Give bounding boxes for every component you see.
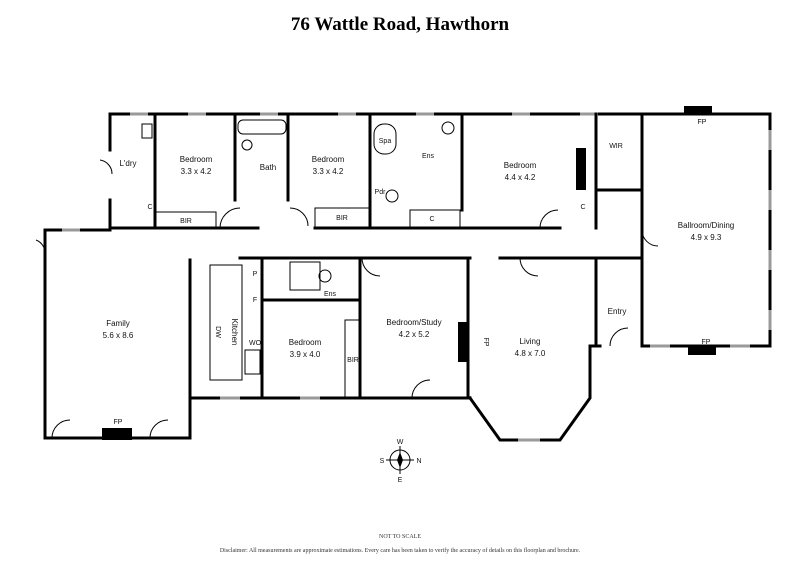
compass-west: W <box>397 439 404 446</box>
compass-south: S <box>380 458 385 465</box>
disclaimer: Disclaimer: All measurements are approxi… <box>219 548 581 554</box>
bath-label: Bath <box>260 163 276 172</box>
bedroom-3-label: Bedroom <box>504 161 537 170</box>
ensuite-1-label: Ens <box>422 153 435 160</box>
compass-north: N <box>416 458 421 465</box>
cupboard-3-label: C <box>580 204 585 211</box>
family-size: 5.6 x 8.6 <box>103 331 134 340</box>
entry-label: Entry <box>608 307 627 316</box>
bedroom-3-size: 4.4 x 4.2 <box>505 173 536 182</box>
bedroom-2-size: 3.3 x 4.2 <box>313 167 344 176</box>
wall-oven-label: WO <box>249 340 262 347</box>
room-labels: L'dry Bedroom 3.3 x 4.2 Bath Bedroom 3.3… <box>103 119 735 426</box>
fridge-label: F <box>253 297 257 304</box>
not-to-scale-note: NOT TO SCALE <box>378 534 421 540</box>
wir-label: WIR <box>609 143 623 150</box>
compass-east: E <box>398 477 403 484</box>
spa-label: Spa <box>379 138 392 145</box>
cupboard-2-label: C <box>429 216 434 223</box>
windows <box>62 112 772 442</box>
compass: W E S N <box>380 439 422 484</box>
bir-1-label: BIR <box>180 218 192 225</box>
doors <box>35 159 659 439</box>
fixtures <box>141 119 461 399</box>
ensuite-2-label: Ens <box>324 291 337 298</box>
bedroom-4-label: Bedroom <box>289 338 322 347</box>
bedroom-1-label: Bedroom <box>180 155 213 164</box>
pantry-label: P <box>253 271 258 278</box>
living-label: Living <box>520 337 541 346</box>
bir-3-label: BIR <box>347 357 359 364</box>
kitchen-label: Kitchen <box>230 319 239 346</box>
page-title: 76 Wattle Road, Hawthorn <box>290 14 510 35</box>
study-label: Bedroom/Study <box>386 318 441 327</box>
fireplace-family-label: FP <box>114 419 123 426</box>
ballroom-size: 4.9 x 9.3 <box>691 233 722 242</box>
ballroom-label: Ballroom/Dining <box>678 221 734 230</box>
bedroom-1-size: 3.3 x 4.2 <box>181 167 212 176</box>
bedroom-2-label: Bedroom <box>312 155 345 164</box>
living-size: 4.8 x 7.0 <box>515 349 546 358</box>
powder-room-label: Pdr <box>375 189 387 196</box>
fireplace-living-label: FP <box>482 338 489 347</box>
family-label: Family <box>106 319 130 328</box>
fireplace-top-label: FP <box>698 119 707 126</box>
cupboard-1-label: C <box>147 204 152 211</box>
laundry-label: L'dry <box>119 159 136 168</box>
interior-walls <box>108 112 644 440</box>
study-size: 4.2 x 5.2 <box>399 330 430 339</box>
dishwasher-label: DW <box>214 326 221 338</box>
fireplace-bottom-label: FP <box>702 339 711 346</box>
bir-2-label: BIR <box>336 215 348 222</box>
bedroom-4-size: 3.9 x 4.0 <box>290 350 321 359</box>
fireplaces <box>102 106 716 440</box>
